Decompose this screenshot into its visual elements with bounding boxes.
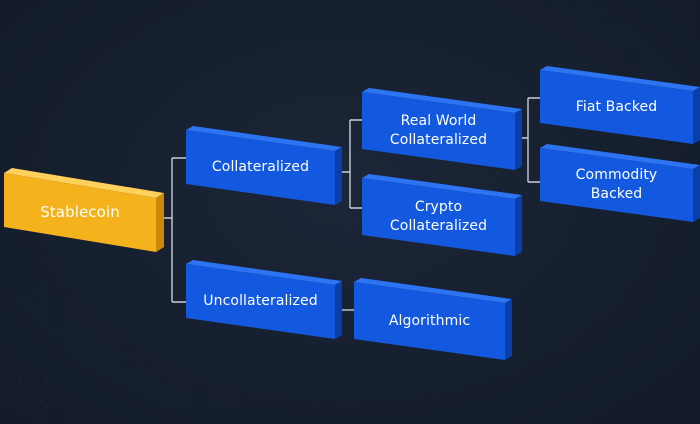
connector-real-world-branches [517,97,540,183]
algorithmic-label: Algorithmic [388,312,471,329]
fiat-backed-block-shape [540,66,700,144]
real-world-block-shape [362,88,522,170]
algorithmic-block-shape [354,278,512,360]
commodity-backed-label: Commodity Backed [575,167,658,202]
uncollateralized-block-shape [186,260,342,339]
stablecoin-label: Stablecoin [40,203,120,221]
stablecoin-block-shape [4,168,164,252]
uncollateralized-label: Uncollateralized [203,293,318,309]
collateralized-label: Collateralized [211,159,310,175]
fiat-backed-label: Fiat Backed [575,98,658,115]
collateralized-block-shape [186,126,342,205]
commodity-backed-block-shape [540,144,700,222]
connector-stablecoin-branches [158,157,186,303]
crypto-collateralized-label: Crypto Collateralized [389,199,488,234]
real-world-collateralized-label: Real World Collateralized [389,113,488,148]
crypto-block-shape [362,174,522,256]
connector-collateralized-branches [338,119,362,209]
